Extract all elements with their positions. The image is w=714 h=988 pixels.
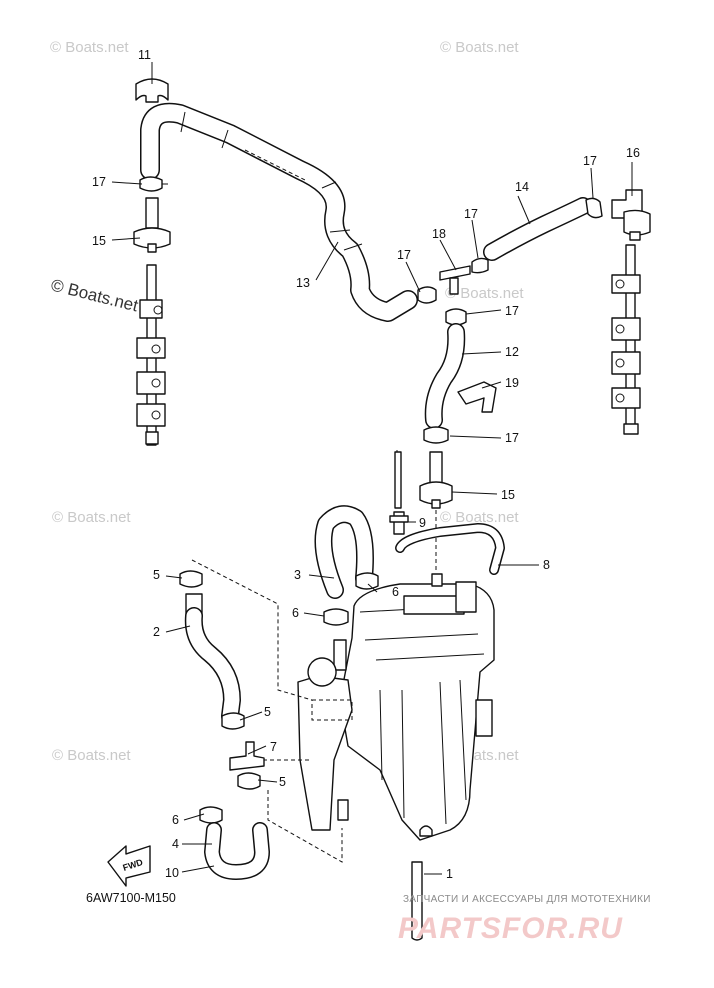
callout-8: 8 bbox=[543, 558, 550, 572]
callout-17: 17 bbox=[583, 154, 597, 168]
callout-12: 12 bbox=[505, 345, 519, 359]
callout-6: 6 bbox=[172, 813, 179, 827]
callout-4: 4 bbox=[172, 837, 179, 851]
watermark: © Boats.net bbox=[440, 39, 519, 56]
vapor-separator-body bbox=[297, 573, 495, 841]
watermark: © Boats.net bbox=[50, 39, 129, 56]
pin-1 bbox=[411, 861, 423, 941]
watermark: © Boats.net bbox=[440, 509, 519, 526]
callout-10: 10 bbox=[165, 866, 179, 880]
watermark-dark: © Boats.net bbox=[49, 275, 140, 315]
shop-logo: PARTSFOR.RU bbox=[398, 912, 623, 945]
fwd-arrow-icon: FWD bbox=[107, 845, 151, 887]
left-fuel-rail bbox=[136, 264, 166, 446]
callout-19: 19 bbox=[505, 376, 519, 390]
hose-14 bbox=[483, 197, 603, 261]
callout-5: 5 bbox=[153, 568, 160, 582]
callout-1: 1 bbox=[446, 867, 453, 881]
callout-17: 17 bbox=[505, 304, 519, 318]
upper-hoses bbox=[314, 505, 505, 626]
callout-15: 15 bbox=[92, 234, 106, 248]
watermark: © Boats.net bbox=[52, 747, 131, 764]
hose-12 bbox=[423, 308, 467, 444]
callout-5: 5 bbox=[279, 775, 286, 789]
callout-6: 6 bbox=[392, 585, 399, 599]
callout-18: 18 bbox=[432, 227, 446, 241]
callout-17: 17 bbox=[397, 248, 411, 262]
callout-6: 6 bbox=[292, 606, 299, 620]
diagram-code: 6AW7100-M150 bbox=[86, 891, 176, 905]
lower-left-hose-group bbox=[179, 559, 343, 880]
callout-16: 16 bbox=[626, 146, 640, 160]
callout-2: 2 bbox=[153, 625, 160, 639]
callout-9: 9 bbox=[419, 516, 426, 530]
leader-lines bbox=[111, 62, 633, 875]
callout-17: 17 bbox=[92, 175, 106, 189]
callout-3: 3 bbox=[294, 568, 301, 582]
callout-7: 7 bbox=[270, 740, 277, 754]
callout-17: 17 bbox=[505, 431, 519, 445]
fitting-15-upper-left bbox=[133, 197, 171, 253]
clip-11 bbox=[135, 78, 169, 103]
callout-13: 13 bbox=[296, 276, 310, 290]
watermark: © Boats.net bbox=[445, 285, 524, 302]
hose-13 bbox=[140, 102, 418, 322]
callout-14: 14 bbox=[515, 180, 529, 194]
callout-labels: 11 17 15 13 14 17 16 17 18 17 17 12 19 1… bbox=[92, 48, 640, 881]
bracket-19 bbox=[457, 381, 497, 413]
fitting-15-center bbox=[394, 450, 453, 570]
shop-subtitle: ЗАПЧАСТИ И АКСЕССУАРЫ ДЛЯ МОТОТЕХНИКИ bbox=[403, 894, 651, 905]
callout-17: 17 bbox=[464, 207, 478, 221]
fitting-16 bbox=[611, 189, 651, 241]
tee-18 bbox=[417, 257, 489, 304]
clamp-17-upper-left bbox=[139, 176, 168, 192]
right-fuel-rail bbox=[611, 244, 641, 435]
callout-15: 15 bbox=[501, 488, 515, 502]
callout-11: 11 bbox=[138, 48, 151, 62]
watermark: © Boats.net bbox=[52, 509, 131, 526]
callout-5: 5 bbox=[264, 705, 271, 719]
